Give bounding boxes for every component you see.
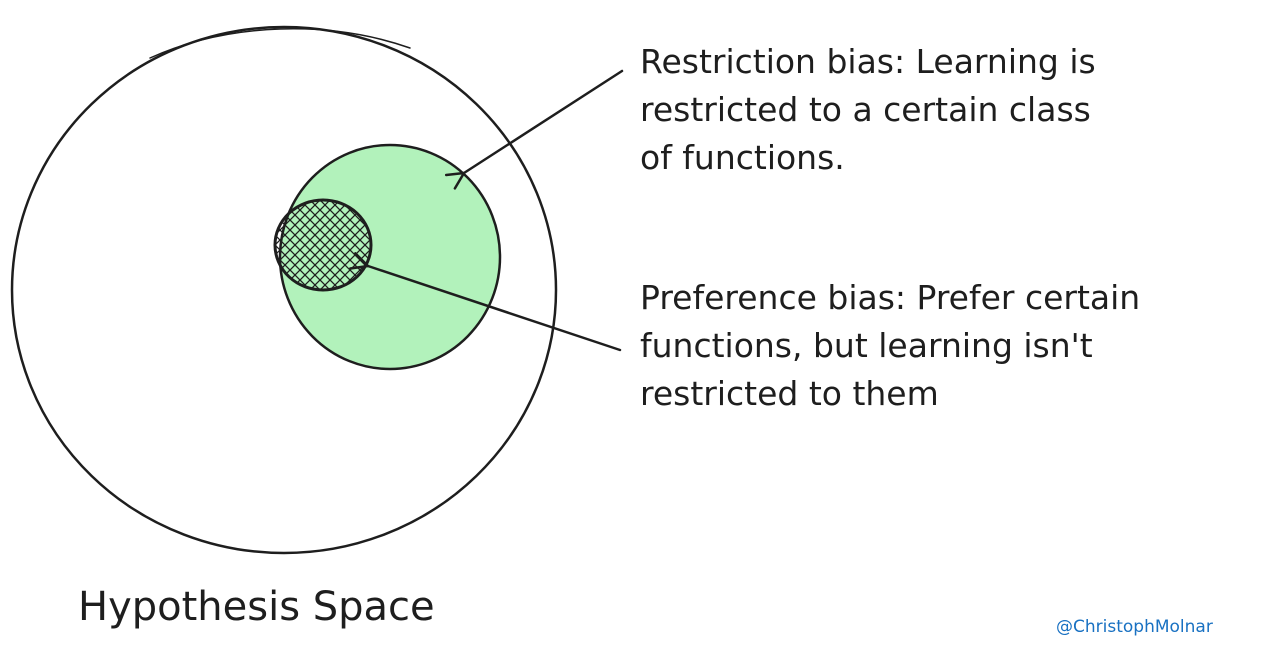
hypothesis-space-label: Hypothesis Space (78, 584, 435, 630)
preference-bias-arrow (349, 252, 622, 352)
preferred-functions-region (273, 198, 373, 292)
hypothesis-space-circle-sketch-stroke (149, 28, 411, 59)
restriction-bias-line: of functions. (640, 138, 845, 177)
restriction-bias-line: restricted to a certain class (640, 90, 1091, 129)
hypothesis-space-circle (10, 25, 558, 555)
preference-bias-line: functions, but learning isn't (640, 326, 1093, 365)
restriction-bias-arrow (444, 69, 624, 190)
preference-bias-line: Preference bias: Prefer certain (640, 278, 1141, 317)
preference-bias-line: restricted to them (640, 374, 939, 413)
preference-bias-label: Preference bias: Prefer certain function… (640, 274, 1140, 418)
restriction-bias-label: Restriction bias: Learning is restricted… (640, 38, 1096, 182)
author-credit: @ChristophMolnar (1056, 617, 1213, 637)
restriction-bias-line: Restriction bias: Learning is (640, 42, 1096, 81)
